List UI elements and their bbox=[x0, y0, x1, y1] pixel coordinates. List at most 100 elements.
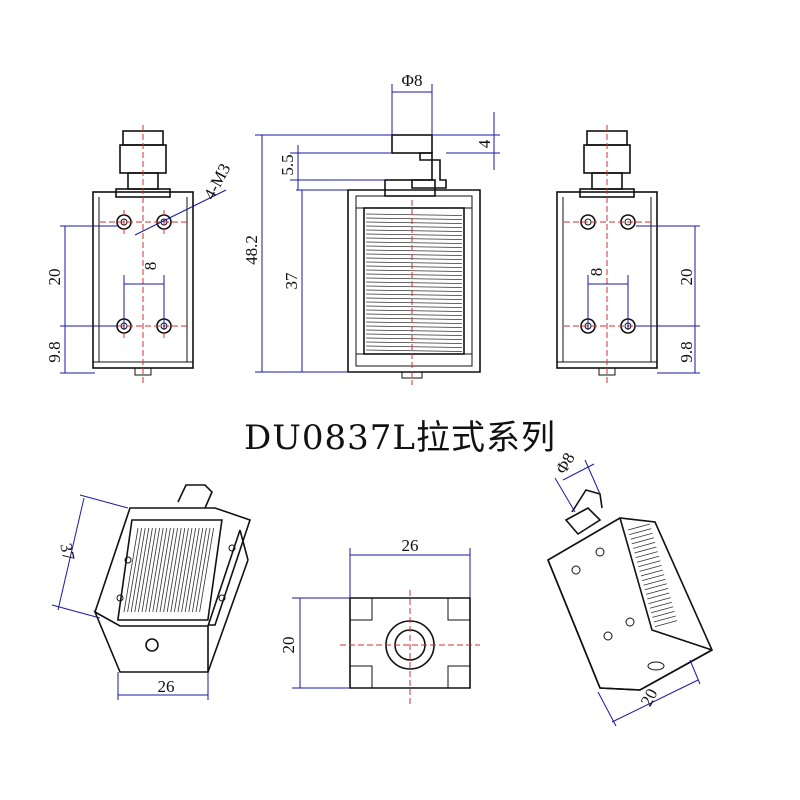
front-dim-9-8: 9.8 bbox=[45, 341, 64, 362]
coil-winding-line bbox=[148, 527, 164, 613]
coil-winding-line bbox=[629, 528, 652, 535]
drawing-title: DU0837L拉式系列 bbox=[243, 418, 557, 458]
bottom-dim-20: 20 bbox=[279, 637, 298, 654]
coil-winding-line bbox=[141, 527, 157, 613]
coil-winding-line bbox=[365, 333, 463, 336]
coil-winding-line bbox=[365, 237, 463, 240]
coil-winding-line bbox=[365, 337, 463, 340]
iso-right-view bbox=[546, 459, 714, 727]
coil-winding-line bbox=[365, 293, 463, 296]
iso-right-dim-20: 20 bbox=[637, 685, 662, 709]
side-dim-5-5: 5.5 bbox=[278, 154, 297, 175]
coil-winding-line bbox=[365, 277, 463, 280]
coil-winding-line bbox=[138, 527, 153, 613]
coil-winding-line bbox=[159, 527, 175, 613]
rear-view bbox=[556, 125, 700, 385]
coil-winding-line bbox=[640, 569, 663, 577]
coil-winding-line bbox=[627, 523, 651, 531]
coil-winding-line bbox=[163, 527, 178, 613]
rear-dim-9-8: 9.8 bbox=[677, 341, 696, 362]
coil-winding-line bbox=[134, 527, 150, 613]
side-dim-37: 37 bbox=[282, 272, 301, 290]
coil-winding-line bbox=[365, 233, 463, 236]
coil-winding-line bbox=[644, 583, 667, 591]
coil-winding-line bbox=[635, 551, 658, 558]
coil-winding-line bbox=[634, 546, 657, 554]
coil-winding-line bbox=[365, 309, 463, 312]
coil-winding-line bbox=[130, 527, 146, 613]
rear-dim-8: 8 bbox=[587, 268, 606, 277]
coil-winding-line bbox=[643, 578, 666, 586]
iso-left-dim-26: 26 bbox=[158, 677, 175, 696]
rear-dim-20: 20 bbox=[677, 269, 696, 286]
coil-winding-line bbox=[365, 213, 463, 216]
coil-winding-line bbox=[365, 265, 463, 268]
iso-left-dim-37: 37 bbox=[56, 542, 78, 563]
coil-winding-line bbox=[365, 285, 463, 288]
coil-winding-line bbox=[647, 592, 670, 600]
coil-winding-line bbox=[365, 253, 463, 256]
side-dim-4: 4 bbox=[475, 139, 494, 148]
coil-winding-line bbox=[365, 241, 463, 244]
coil-winding-line bbox=[365, 289, 463, 292]
coil-winding-line bbox=[365, 221, 463, 224]
coil-winding-line bbox=[365, 229, 463, 232]
coil-winding-line bbox=[365, 281, 463, 284]
side-dim-phi8: Φ8 bbox=[402, 71, 423, 90]
coil-winding-line bbox=[365, 261, 463, 264]
coil-winding-line bbox=[365, 305, 463, 308]
coil-winding-line bbox=[365, 257, 463, 260]
coil-winding-line bbox=[654, 620, 678, 627]
coil-winding-line bbox=[177, 527, 193, 613]
coil-winding-line bbox=[365, 345, 463, 348]
coil-winding-line bbox=[365, 349, 463, 352]
coil-winding-line bbox=[631, 537, 654, 545]
coil-winding-line bbox=[123, 527, 139, 613]
coil-winding-line bbox=[365, 273, 463, 276]
coil-winding-line bbox=[145, 527, 160, 613]
coil-winding-line bbox=[184, 527, 200, 613]
side-dim-48-2: 48.2 bbox=[242, 235, 261, 265]
coil-winding-line bbox=[192, 527, 207, 613]
coil-winding-line bbox=[630, 532, 653, 540]
iso-left-view bbox=[51, 484, 252, 700]
side-view bbox=[255, 84, 500, 385]
coil-winding-line bbox=[156, 527, 171, 613]
front-dim-8: 8 bbox=[141, 262, 160, 271]
coil-winding-line bbox=[648, 597, 671, 604]
coil-winding-line bbox=[645, 588, 669, 595]
coil-winding-line bbox=[651, 606, 674, 614]
coil-winding-line bbox=[649, 601, 673, 609]
coil-winding-line bbox=[365, 301, 463, 304]
coil-winding-line bbox=[365, 341, 463, 344]
coil-winding-line bbox=[642, 574, 665, 581]
coil-winding-line bbox=[152, 527, 168, 613]
coil-winding-line bbox=[174, 527, 189, 613]
coil-winding-line bbox=[365, 313, 463, 316]
coil-winding-line bbox=[636, 555, 660, 563]
coil-winding-line bbox=[365, 325, 463, 328]
coil-winding-line bbox=[188, 527, 204, 613]
coil-winding-line bbox=[365, 321, 463, 324]
bottom-dim-26: 26 bbox=[402, 536, 419, 555]
coil-winding-line bbox=[639, 565, 662, 572]
front-hole-label: 4-M3 bbox=[200, 160, 235, 202]
bottom-view bbox=[292, 548, 480, 705]
coil-winding-line bbox=[195, 527, 211, 613]
coil-winding-line bbox=[653, 615, 676, 623]
coil-winding-line bbox=[638, 560, 661, 568]
iso-left-coil bbox=[123, 527, 214, 613]
coil-winding-line bbox=[365, 269, 463, 272]
coil-winding-line bbox=[633, 542, 656, 549]
coil-winding-line bbox=[652, 611, 675, 618]
coil-winding-line bbox=[365, 317, 463, 320]
coil-windings bbox=[365, 213, 463, 352]
coil-winding-line bbox=[365, 245, 463, 248]
coil-winding-line bbox=[170, 527, 186, 613]
coil-winding-line bbox=[199, 527, 214, 613]
coil-winding-line bbox=[365, 249, 463, 252]
coil-winding-line bbox=[365, 225, 463, 228]
coil-winding-line bbox=[365, 297, 463, 300]
front-dim-20: 20 bbox=[45, 269, 64, 286]
